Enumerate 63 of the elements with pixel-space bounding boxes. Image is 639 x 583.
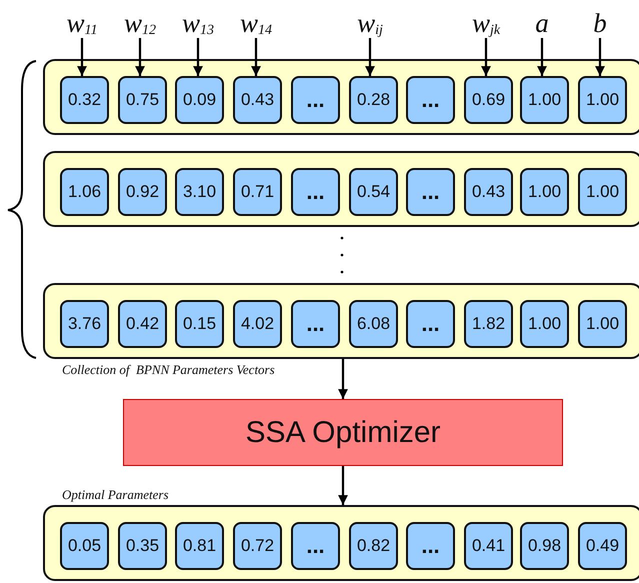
value-cell: 0.69	[464, 76, 513, 124]
arrow	[77, 38, 87, 76]
value-cell: 1.00	[578, 168, 627, 216]
value-cell: 1.00	[520, 300, 569, 348]
parameter-symbol: w$_{13}$	[168, 8, 228, 44]
parameter-vector-row	[43, 505, 639, 581]
ellipsis-cell: ...	[406, 522, 455, 570]
value-cell: 0.43	[233, 76, 282, 124]
parameter-symbol: b	[570, 8, 630, 38]
value-cell: 4.02	[233, 300, 282, 348]
parameter-symbol: w$_{14}$	[226, 8, 286, 44]
value-cell: 1.82	[464, 300, 513, 348]
value-cell: 0.49	[578, 522, 627, 570]
ellipsis-cell: ...	[291, 168, 340, 216]
value-cell: 0.75	[118, 76, 167, 124]
value-cell: 1.00	[520, 168, 569, 216]
ellipsis-cell: ...	[406, 76, 455, 124]
value-cell: 0.81	[175, 522, 224, 570]
parameter-symbol: w$_{12}$	[110, 8, 170, 44]
parameter-vector-row	[43, 151, 639, 227]
arrow	[595, 38, 605, 76]
arrow	[251, 38, 261, 76]
arrow	[338, 359, 348, 399]
value-cell: 0.32	[60, 76, 109, 124]
value-cell: 0.54	[349, 168, 398, 216]
value-cell: 0.72	[233, 522, 282, 570]
parameter-symbol: w$_{11}$	[52, 8, 112, 44]
value-cell: 1.06	[60, 168, 109, 216]
parameter-vector-row	[43, 283, 639, 359]
value-cell: 3.76	[60, 300, 109, 348]
arrow	[537, 38, 547, 76]
value-cell: 0.82	[349, 522, 398, 570]
value-cell: 0.35	[118, 522, 167, 570]
arrow	[193, 38, 203, 76]
value-cell: 0.09	[175, 76, 224, 124]
ellipsis-cell: ...	[406, 300, 455, 348]
parameter-symbol: w$_{ij}$	[340, 8, 400, 44]
ellipsis-cell: ...	[291, 522, 340, 570]
arrow	[365, 38, 375, 76]
arrow	[481, 38, 491, 76]
value-cell: 0.28	[349, 76, 398, 124]
parameter-vector-row	[43, 59, 639, 135]
ellipsis-cell: ...	[406, 168, 455, 216]
value-cell: 0.43	[464, 168, 513, 216]
value-cell: 1.00	[578, 76, 627, 124]
value-cell: 0.71	[233, 168, 282, 216]
row-heading: Optimal Parameters	[62, 487, 169, 503]
value-cell: 1.00	[520, 76, 569, 124]
value-cell: 0.98	[520, 522, 569, 570]
ellipsis-cell: ...	[291, 300, 340, 348]
value-cell: 0.15	[175, 300, 224, 348]
optimizer-box: SSA Optimizer	[123, 399, 563, 466]
value-cell: 0.05	[60, 522, 109, 570]
value-cell: 3.10	[175, 168, 224, 216]
arrow	[135, 38, 145, 76]
caption-text: Collection of BPNN Parameters Vectors	[62, 362, 275, 378]
value-cell: 6.08	[349, 300, 398, 348]
arrow	[338, 466, 348, 505]
ellipsis-cell: ...	[291, 76, 340, 124]
value-cell: 0.42	[118, 300, 167, 348]
value-cell: 0.41	[464, 522, 513, 570]
value-cell: 1.00	[578, 300, 627, 348]
value-cell: 0.92	[118, 168, 167, 216]
